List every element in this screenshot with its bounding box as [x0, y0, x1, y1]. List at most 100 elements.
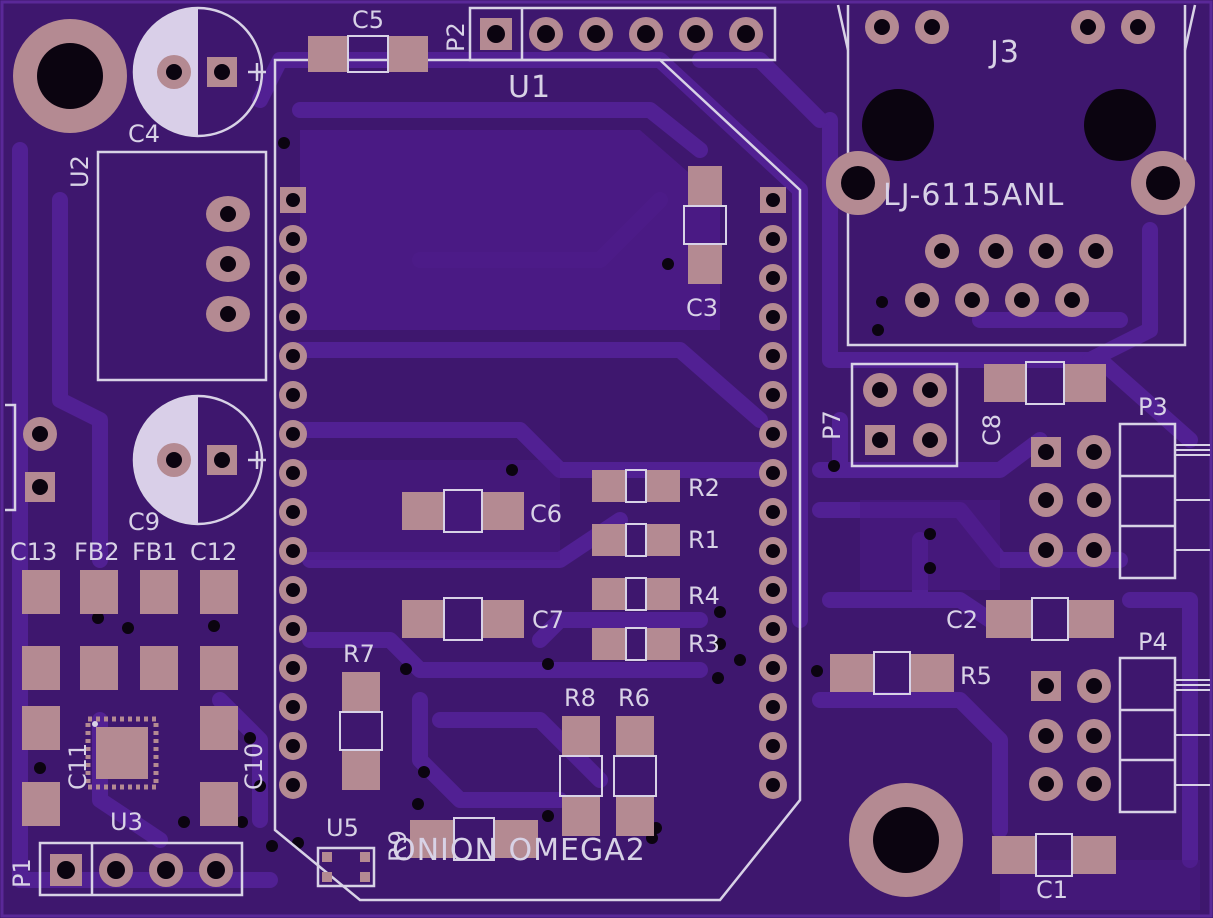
c6-pad — [402, 492, 444, 530]
omega2-right-pin — [759, 693, 787, 721]
omega2-left-pin — [279, 225, 307, 253]
omega2-left-pin — [279, 498, 307, 526]
j3-pin — [1055, 283, 1089, 317]
p2-outline — [468, 6, 777, 62]
smd-silk — [339, 35, 1073, 877]
omega2-right-pin — [759, 615, 787, 643]
c7-pad — [482, 600, 524, 638]
omega2-left-pin — [279, 693, 307, 721]
left-header-pin — [23, 417, 57, 451]
via — [712, 672, 724, 684]
label-r6: R6 — [618, 684, 650, 712]
c11-pad — [22, 706, 60, 750]
p1-pin — [199, 853, 233, 887]
r7-pad — [342, 672, 380, 712]
via — [811, 665, 823, 677]
label-u1: U1 — [508, 70, 551, 105]
p2-pin-1 — [480, 18, 512, 50]
label-c6: C6 — [530, 500, 562, 528]
omega2-left-pin — [279, 381, 307, 409]
p7-pin — [913, 373, 947, 407]
label-module: ONION OMEGA2 — [392, 833, 646, 868]
omega2-right-pin — [759, 303, 787, 331]
label-r9: R9 — [384, 830, 412, 862]
p3-pin-1 — [1031, 437, 1061, 467]
j3-pin — [955, 283, 989, 317]
j3-pin — [925, 234, 959, 268]
via — [178, 816, 190, 828]
omega2-right-pin — [759, 225, 787, 253]
c5-pad — [388, 36, 428, 72]
u2-pin-3 — [206, 296, 250, 332]
omega2-right-pin — [759, 381, 787, 409]
via — [92, 612, 104, 624]
omega2-left-pin — [279, 615, 307, 643]
smd-pads — [22, 35, 1116, 877]
omega2-left-pin — [279, 537, 307, 565]
omega2-outline — [273, 58, 802, 902]
c6-pad — [482, 492, 524, 530]
c2-pad — [986, 600, 1032, 638]
u5-pads — [322, 852, 370, 882]
label-p3: P3 — [1138, 393, 1168, 421]
omega2-left-pin — [279, 654, 307, 682]
c10-pad — [200, 706, 238, 750]
via — [506, 464, 518, 476]
label-c11: C11 — [64, 743, 92, 790]
label-c8: C8 — [978, 414, 1006, 446]
via — [278, 137, 290, 149]
label-c9: C9 — [128, 508, 160, 536]
label-r3: R3 — [688, 630, 720, 658]
r7-pad — [342, 750, 380, 790]
mounting-holes — [13, 19, 963, 897]
label-u5: U5 — [326, 814, 359, 842]
via — [924, 528, 936, 540]
silkscreen-text: C5 P2 U1 C4 U2 J3 LJ-6115ANL C3 P7 C8 P3… — [8, 6, 1168, 904]
label-c5: C5 — [352, 6, 384, 34]
via — [254, 780, 266, 792]
omega2-right-pin — [759, 537, 787, 565]
through-hole-pads — [23, 10, 1155, 887]
j3-pin — [979, 234, 1013, 268]
p3-pin — [1077, 483, 1111, 517]
c7-pad — [402, 600, 444, 638]
c13-pad — [22, 570, 60, 614]
p3-pin — [1029, 483, 1063, 517]
via — [924, 562, 936, 574]
fb1-pad — [140, 646, 178, 690]
label-j3-part: LJ-6115ANL — [883, 178, 1064, 213]
p4-pin — [1077, 719, 1111, 753]
label-p1: P1 — [8, 858, 36, 888]
label-r4: R4 — [688, 582, 720, 610]
label-u2: U2 — [66, 155, 94, 188]
omega2-right-pin — [759, 654, 787, 682]
via — [828, 460, 840, 472]
p4-pin — [1077, 669, 1111, 703]
r2-pad — [646, 470, 680, 502]
label-c10: C10 — [240, 743, 268, 790]
r5-pad — [910, 654, 954, 692]
j3-pin — [1029, 234, 1063, 268]
p4-pin-1 — [1031, 671, 1061, 701]
omega2-left-pin-1 — [280, 187, 306, 213]
c5-pad — [308, 36, 348, 72]
r1-pad — [592, 524, 626, 556]
p7-pin-1 — [865, 425, 895, 455]
p1-outline — [38, 841, 244, 897]
r3-pad — [646, 628, 680, 660]
c12-pad — [200, 646, 238, 690]
omega2-left-pin — [279, 342, 307, 370]
p3-pin — [1077, 435, 1111, 469]
label-c3: C3 — [686, 294, 718, 322]
via — [400, 663, 412, 675]
c13-pad — [22, 646, 60, 690]
c2-pad — [1068, 600, 1114, 638]
label-r1: R1 — [688, 526, 720, 554]
label-fb1: FB1 — [132, 538, 178, 566]
label-c2: C2 — [946, 606, 978, 634]
label-p4: P4 — [1138, 628, 1168, 656]
mounting-hole-bottom-right-drill — [873, 807, 939, 873]
header-pins-p3 — [1175, 444, 1210, 786]
